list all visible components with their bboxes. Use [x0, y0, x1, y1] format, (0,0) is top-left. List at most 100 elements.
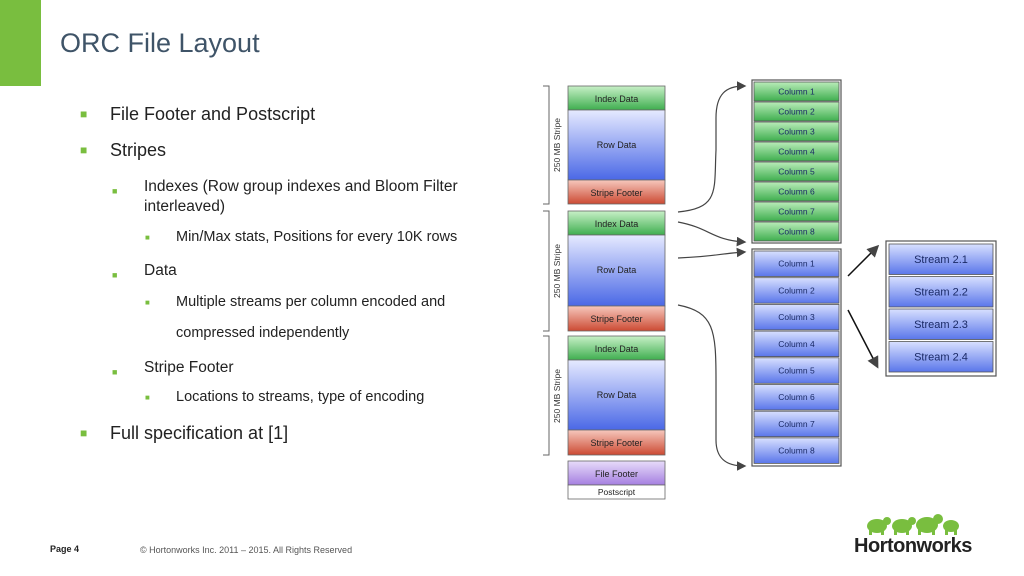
stripe-size-label: 250 MB Stripe [552, 118, 562, 172]
streams-frame [885, 240, 997, 377]
stream-label: Stream 2.3 [914, 319, 968, 331]
bullet-square-icon: ■ [80, 426, 88, 440]
index-data-label: Index Data [595, 94, 639, 104]
index-data-label: Index Data [595, 219, 639, 229]
connectors [677, 81, 747, 471]
data-column-label: Column 5 [778, 366, 815, 376]
postscript-block [567, 484, 666, 500]
data-column-label: Column 2 [778, 285, 815, 295]
stripe-footer-label: Stripe Footer [590, 438, 642, 448]
bullet-square-icon: ■ [112, 367, 118, 377]
elephant-logo-icon [867, 514, 959, 535]
slide-title: ORC File Layout [60, 28, 260, 58]
row-data-block [567, 109, 666, 181]
data-column-block [753, 330, 840, 358]
stream-block [888, 308, 994, 340]
row-data-label: Row Data [597, 140, 637, 150]
bullet-text: Stripe Footer [144, 359, 234, 376]
data-column-label: Column 6 [778, 392, 815, 402]
stripe-footer-block [567, 305, 666, 332]
index-data-block [567, 85, 666, 111]
bullet-text: Multiple streams per column encoded and [176, 294, 446, 310]
index-column-block [753, 161, 840, 182]
file-footer-label: File Footer [595, 469, 638, 479]
bullet-text: Stripes [110, 140, 167, 160]
bullet-stripes: ■ Stripes [80, 140, 166, 161]
row-to-columns-arrow [677, 247, 747, 259]
stripe-brackets [543, 85, 550, 456]
bullet-text: File Footer and Postscript [110, 104, 316, 124]
stripe-footer-label: Stripe Footer [590, 188, 642, 198]
bullet-text: Data [144, 262, 177, 279]
row-data-block [567, 234, 666, 307]
bullet-square-icon: ■ [145, 233, 150, 242]
index-column-block [753, 201, 840, 222]
index-column-label: Column 7 [778, 206, 815, 216]
bullet-locations: ■ Locations to streams, type of encoding [145, 389, 424, 405]
accent-bar [0, 0, 41, 86]
index-column-block [753, 221, 840, 242]
stream-label: Stream 2.2 [914, 287, 968, 299]
file-footer-block [567, 460, 666, 486]
index-column-block [753, 101, 840, 122]
bullet-square-icon: ■ [145, 393, 150, 402]
bullet-minmax: ■ Min/Max stats, Positions for every 10K… [145, 229, 457, 245]
stripe-footer-label: Stripe Footer [590, 314, 642, 324]
bullet-streams: ■ Multiple streams per column encoded an… [145, 294, 445, 310]
bullet-streams-continued: compressed independently [176, 325, 350, 341]
row-data-block [567, 359, 666, 431]
data-column-block [753, 410, 840, 438]
bullet-square-icon: ■ [80, 143, 88, 157]
index-column-label: Column 1 [778, 86, 815, 96]
stripe-3: Index Data Row Data Stripe Footer [567, 335, 666, 456]
index-columns-frame [751, 79, 842, 244]
index-column-block [753, 121, 840, 142]
stripe-footer-block [567, 429, 666, 456]
stripe-size-label: 250 MB Stripe [552, 369, 562, 423]
data-column-block [753, 277, 840, 304]
bullet-square-icon: ■ [112, 270, 118, 280]
data-column-block [753, 357, 840, 384]
index-to-columns-arrow [677, 81, 747, 213]
copyright: © Hortonworks Inc. 2011 – 2015. All Righ… [140, 545, 353, 555]
data-column-block [753, 384, 840, 411]
page-number: Page 4 [50, 544, 80, 554]
brand-logo-text: Hortonworks [854, 535, 972, 557]
stripe-2: Index Data Row Data Stripe Footer [567, 210, 666, 332]
bullet-text: Min/Max stats, Positions for every 10K r… [176, 229, 458, 245]
bullet-text: Full specification at [1] [110, 423, 289, 443]
data-columns-frame [751, 248, 842, 467]
stripe-footer-block [567, 179, 666, 205]
stripe-size-label: 250 MB Stripe [552, 244, 562, 298]
column-2-to-stream-top-arrow [847, 244, 880, 277]
index-column-label: Column 4 [778, 146, 815, 156]
data-column-block [753, 437, 840, 464]
data-column-label: Column 7 [778, 419, 815, 429]
bullet-text: Indexes (Row group indexes and Bloom Fil… [144, 178, 458, 195]
index-to-columns-bottom-arrow [677, 221, 747, 247]
bullet-specification: ■ Full specification at [1] [80, 423, 288, 444]
bullet-stripe-footer: ■ Stripe Footer [112, 358, 234, 378]
index-column-label: Column 5 [778, 166, 815, 176]
index-column-label: Column 6 [778, 186, 815, 196]
bullet-data: ■ Data [112, 261, 177, 281]
row-data-label: Row Data [597, 265, 637, 275]
stream-label: Stream 2.4 [914, 352, 968, 364]
index-column-label: Column 8 [778, 226, 815, 236]
index-columns: Column 1 Column 2 Column 3 Column 4 Column 5… [753, 81, 840, 242]
index-column-label: Column 2 [778, 106, 815, 116]
data-column-label: Column 4 [778, 339, 815, 349]
stream-block [888, 243, 994, 275]
stream-block [888, 341, 994, 373]
data-column-block [753, 250, 840, 277]
bullet-square-icon: ■ [145, 298, 150, 307]
index-column-block [753, 141, 840, 162]
index-column-label: Column 3 [778, 126, 815, 136]
row-data-label: Row Data [597, 390, 637, 400]
data-column-label: Column 8 [778, 446, 815, 456]
index-column-block [753, 81, 840, 102]
bullet-indexes: ■ Indexes (Row group indexes and Bloom F… [112, 177, 458, 217]
bullet-text: interleaved) [144, 198, 225, 215]
